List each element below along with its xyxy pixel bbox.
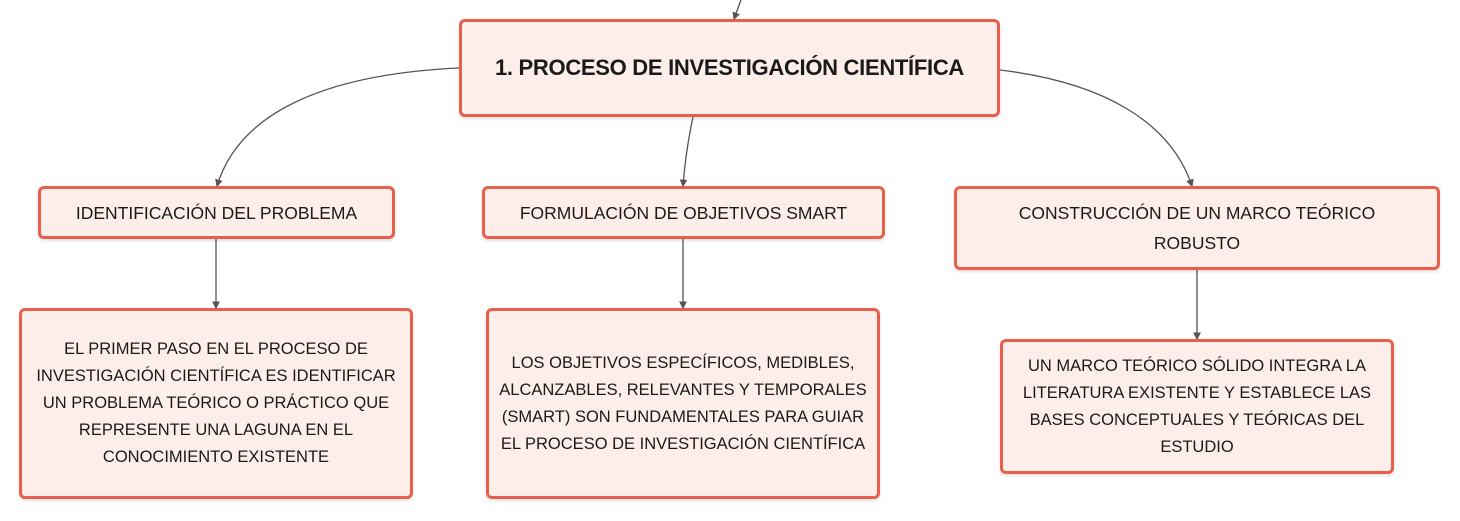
connector-incoming	[732, 0, 742, 21]
topic-label-marco-teorico: CONSTRUCCIÓN DE UN MARCO TEÓRICO ROBUSTO	[1018, 203, 1376, 253]
connector-root-to-branch-3	[999, 69, 1194, 188]
connector-root-to-branch-2	[679, 116, 694, 188]
topic-label-identificacion: IDENTIFICACIÓN DEL PROBLEMA	[75, 202, 358, 223]
subtopic-text-marco-teorico: UN MARCO TEÓRICO SÓLIDO INTEGRA LA LITER…	[1022, 356, 1372, 456]
subtopic-node-marco-teorico[interactable]: UN MARCO TEÓRICO SÓLIDO INTEGRA LA LITER…	[1000, 339, 1394, 474]
topic-node-objetivos[interactable]: FORMULACIÓN DE OBJETIVOS SMART	[482, 186, 885, 239]
topic-node-identificacion[interactable]: IDENTIFICACIÓN DEL PROBLEMA	[38, 186, 395, 239]
subtopic-node-identificacion[interactable]: EL PRIMER PASO EN EL PROCESO DE INVESTIG…	[19, 308, 413, 499]
subtopic-text-objetivos: LOS OBJETIVOS ESPECÍFICOS, MEDIBLES, ALC…	[499, 353, 867, 453]
topic-label-objetivos: FORMULACIÓN DE OBJETIVOS SMART	[519, 202, 848, 223]
topic-node-marco-teorico[interactable]: CONSTRUCCIÓN DE UN MARCO TEÓRICO ROBUSTO	[954, 186, 1440, 270]
connector-root-to-branch-1	[215, 67, 460, 188]
subtopic-node-objetivos[interactable]: LOS OBJETIVOS ESPECÍFICOS, MEDIBLES, ALC…	[486, 308, 880, 499]
root-topic-label: 1. PROCESO DE INVESTIGACIÓN CIENTÍFICA	[495, 55, 964, 80]
subtopic-text-identificacion: EL PRIMER PASO EN EL PROCESO DE INVESTIG…	[36, 340, 396, 466]
root-topic-node[interactable]: 1. PROCESO DE INVESTIGACIÓN CIENTÍFICA	[459, 19, 1000, 117]
